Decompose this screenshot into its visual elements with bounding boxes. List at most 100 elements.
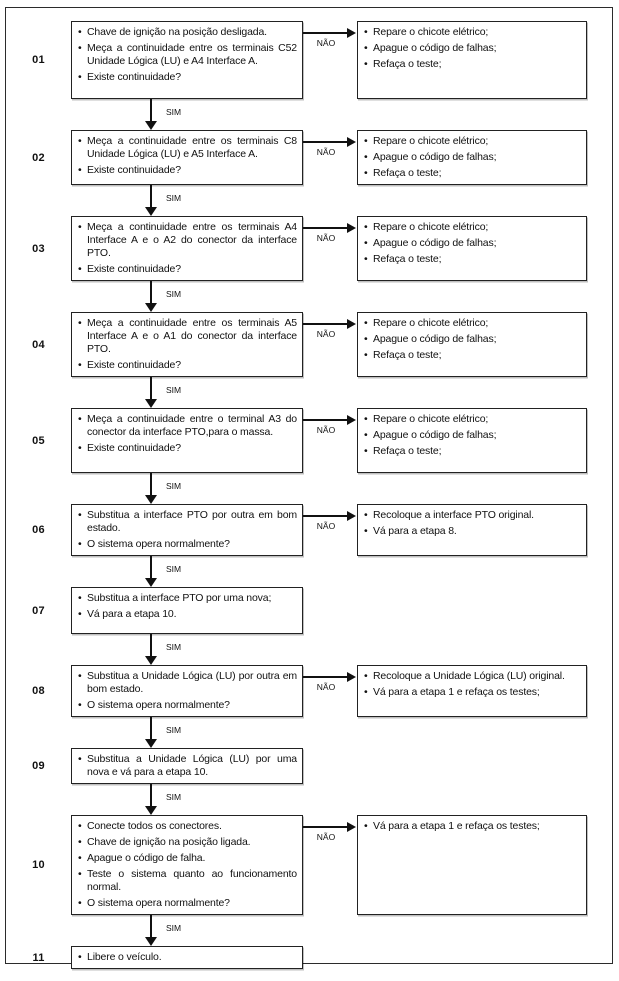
step-01-box: Chave de ignição na posição desligada. M…	[71, 21, 303, 99]
step-number-cell: 06	[6, 504, 71, 556]
bullet-item: Repare o chicote elétrico;	[364, 221, 581, 234]
yes-connector: SIM	[6, 377, 612, 408]
step-number: 07	[32, 604, 45, 617]
step-01-no-box: Repare o chicote elétrico; Apague o códi…	[357, 21, 587, 99]
bullet-item: Substitua a Unidade Lógica (LU) por uma …	[78, 753, 297, 779]
step-row-04: 04 Meça a continuidade entre os terminai…	[6, 312, 612, 377]
yes-arrowhead-icon	[144, 207, 157, 216]
bullet-item: Meça a continuidade entre os terminais A…	[78, 317, 297, 356]
no-label: NÃO	[316, 425, 336, 435]
bullet-item: Libere o veículo.	[78, 951, 297, 964]
step-04-box: Meça a continuidade entre os terminais A…	[71, 312, 303, 377]
bullet-item: Vá para a etapa 1 e refaça os testes;	[364, 820, 581, 833]
no-label: NÃO	[316, 832, 336, 842]
yes-arrow-line	[150, 185, 152, 208]
step-number: 02	[32, 151, 45, 164]
step-row-02: 02 Meça a continuidade entre os terminai…	[6, 130, 612, 185]
step-05-no-box: Repare o chicote elétrico; Apague o códi…	[357, 408, 587, 473]
yes-connector: SIM	[6, 556, 612, 587]
yes-label: SIM	[166, 481, 182, 491]
bullet-item: Conecte todos os conectores.	[78, 820, 297, 833]
step-row-09: 09 Substitua a Unidade Lógica (LU) por u…	[6, 748, 612, 784]
no-arrowhead-icon	[347, 671, 356, 682]
no-arrowhead-icon	[347, 27, 356, 38]
no-arrow-line	[303, 676, 348, 678]
yes-label: SIM	[166, 107, 182, 117]
bullet-item: Vá para a etapa 1 e refaça os testes;	[364, 686, 581, 699]
step-number-cell: 11	[6, 946, 71, 969]
step-row-08: 08 Substitua a Unidade Lógica (LU) por o…	[6, 665, 612, 717]
step-04-no-box: Repare o chicote elétrico; Apague o códi…	[357, 312, 587, 377]
no-connector: NÃO	[303, 815, 357, 915]
bullet-item: Apague o código de falha.	[78, 852, 297, 865]
no-label: NÃO	[316, 521, 336, 531]
step-10-box: Conecte todos os conectores. Chave de ig…	[71, 815, 303, 915]
step-number-cell: 08	[6, 665, 71, 717]
step-08-no-box: Recoloque a Unidade Lógica (LU) original…	[357, 665, 587, 717]
bullet-item: Substitua a interface PTO por outra em b…	[78, 509, 297, 535]
yes-arrowhead-icon	[144, 656, 157, 665]
no-arrowhead-icon	[347, 821, 356, 832]
bullet-item: Chave de ignição na posição desligada.	[78, 26, 297, 39]
bullet-item: Meça a continuidade entre os terminais C…	[78, 42, 297, 68]
yes-connector: SIM	[6, 784, 612, 815]
bullet-item: Vá para a etapa 8.	[364, 525, 581, 538]
bullet-item: Meça a continuidade entre os terminais A…	[78, 221, 297, 260]
no-arrow-line	[303, 141, 348, 143]
no-arrow-line	[303, 515, 348, 517]
yes-arrow-line	[150, 556, 152, 579]
step-number-cell: 09	[6, 748, 71, 784]
step-number-cell: 04	[6, 312, 71, 377]
step-06-no-box: Recoloque a interface PTO original. Vá p…	[357, 504, 587, 556]
yes-label: SIM	[166, 792, 182, 802]
yes-connector: SIM	[6, 99, 612, 130]
step-number: 04	[32, 338, 45, 351]
step-number-cell: 07	[6, 587, 71, 634]
no-label: NÃO	[316, 147, 336, 157]
no-label: NÃO	[316, 682, 336, 692]
yes-arrowhead-icon	[144, 399, 157, 408]
yes-connector: SIM	[6, 717, 612, 748]
yes-arrow-line	[150, 717, 152, 740]
yes-arrowhead-icon	[144, 578, 157, 587]
bullet-item: Meça a continuidade entre os terminais C…	[78, 135, 297, 161]
no-connector: NÃO	[303, 130, 357, 185]
bullet-item: Existe continuidade?	[78, 164, 297, 177]
step-07-box: Substitua a interface PTO por uma nova; …	[71, 587, 303, 634]
step-05-box: Meça a continuidade entre o terminal A3 …	[71, 408, 303, 473]
bullet-item: Repare o chicote elétrico;	[364, 135, 581, 148]
bullet-item: Apague o código de falhas;	[364, 333, 581, 346]
yes-label: SIM	[166, 564, 182, 574]
no-connector: NÃO	[303, 21, 357, 99]
no-label: NÃO	[316, 38, 336, 48]
step-row-07: 07 Substitua a interface PTO por uma nov…	[6, 587, 612, 634]
step-number-cell: 03	[6, 216, 71, 281]
no-connector: NÃO	[303, 312, 357, 377]
yes-arrowhead-icon	[144, 495, 157, 504]
step-row-06: 06 Substitua a interface PTO por outra e…	[6, 504, 612, 556]
yes-arrowhead-icon	[144, 121, 157, 130]
step-number: 06	[32, 524, 45, 536]
yes-arrow-line	[150, 473, 152, 496]
step-number-cell: 01	[6, 21, 71, 99]
step-number-cell: 10	[6, 815, 71, 915]
bullet-item: O sistema opera normalmente?	[78, 897, 297, 910]
step-03-box: Meça a continuidade entre os terminais A…	[71, 216, 303, 281]
bullet-item: Teste o sistema quanto ao funcionamento …	[78, 868, 297, 894]
bullet-item: Existe continuidade?	[78, 71, 297, 84]
yes-connector: SIM	[6, 473, 612, 504]
bullet-item: Apague o código de falhas;	[364, 42, 581, 55]
bullet-item: Substitua a interface PTO por uma nova;	[78, 592, 297, 605]
yes-connector: SIM	[6, 185, 612, 216]
yes-arrow-line	[150, 784, 152, 807]
bullet-item: Repare o chicote elétrico;	[364, 413, 581, 426]
yes-label: SIM	[166, 193, 182, 203]
bullet-item: Existe continuidade?	[78, 359, 297, 372]
step-number-cell: 05	[6, 408, 71, 473]
bullet-item: Refaça o teste;	[364, 445, 581, 458]
yes-connector: SIM	[6, 634, 612, 665]
yes-label: SIM	[166, 725, 182, 735]
bullet-item: Repare o chicote elétrico;	[364, 317, 581, 330]
no-connector: NÃO	[303, 665, 357, 717]
step-number-cell: 02	[6, 130, 71, 185]
